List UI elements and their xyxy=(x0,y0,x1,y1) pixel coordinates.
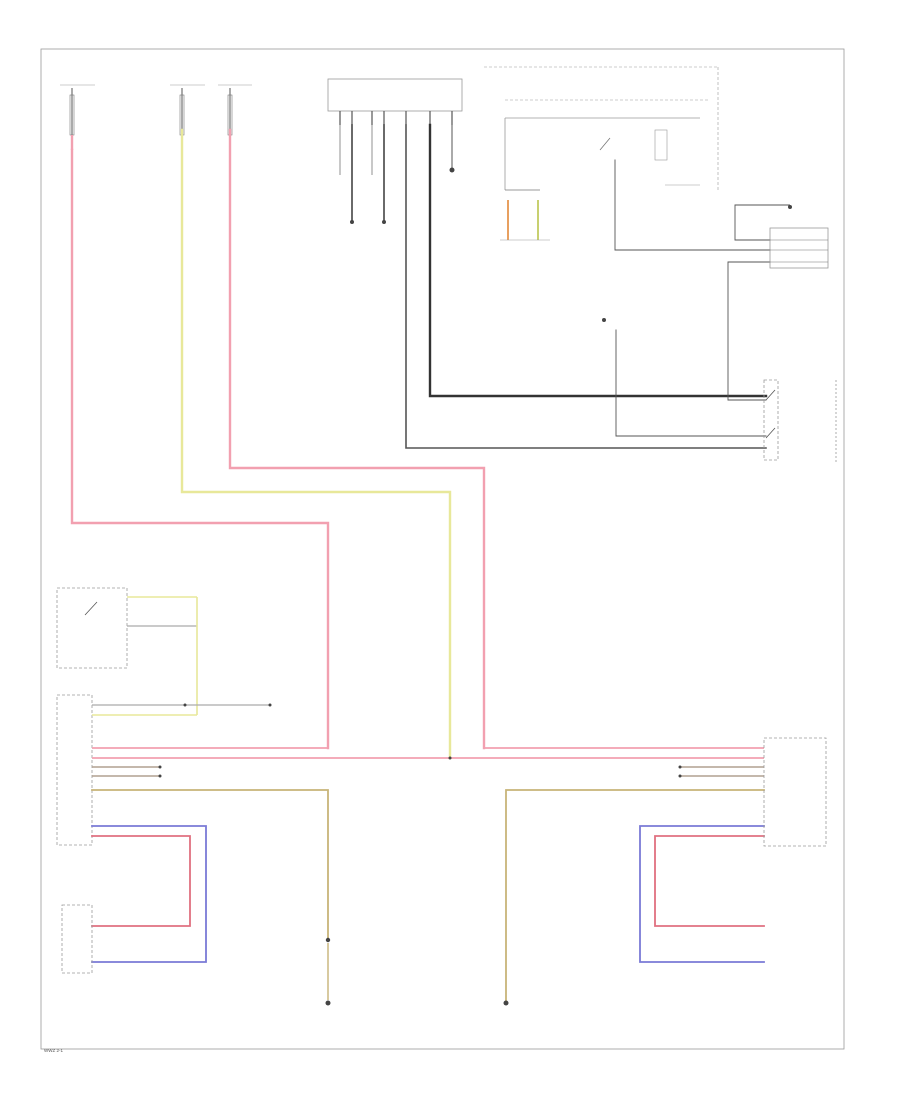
left-heater-element xyxy=(61,904,93,974)
ground-left-lower xyxy=(325,937,331,943)
wire-blue-right xyxy=(639,825,765,963)
sensor-dashed-box xyxy=(484,66,719,190)
fuse-block-left xyxy=(60,84,95,150)
right-lower-module xyxy=(763,737,827,847)
wire-tan-left-ground xyxy=(91,789,329,941)
ground-left-bottom xyxy=(325,1000,331,1006)
wire-red-right xyxy=(654,835,765,927)
small-connector xyxy=(500,189,550,241)
wire-yellow-middle xyxy=(180,128,452,760)
left-module xyxy=(56,694,272,846)
central-module xyxy=(327,78,463,125)
wire-red-left xyxy=(91,835,191,927)
wire-sensor-to-module xyxy=(614,159,771,251)
wire-black-lower xyxy=(405,124,767,449)
wire-sensor-down xyxy=(615,329,767,437)
sensor-dot xyxy=(602,318,606,322)
left-seat-switch xyxy=(56,587,198,715)
wire-pink-right xyxy=(228,128,486,750)
wire-black-upper xyxy=(428,123,768,398)
right-module xyxy=(769,227,829,269)
wire-blue-left xyxy=(91,825,207,963)
fuse-block-middle xyxy=(170,84,205,136)
wire-tan-right-ground xyxy=(505,789,765,1001)
footer-label: WWZ 2-1 xyxy=(44,1048,63,1053)
wire-pink-left xyxy=(70,148,330,750)
wire-module-side xyxy=(727,261,771,401)
ground-module xyxy=(449,167,455,173)
right-switch xyxy=(763,379,837,462)
wire-module-top xyxy=(734,204,771,241)
fuse-block-right xyxy=(218,84,252,136)
ground-right-bottom xyxy=(503,1000,509,1006)
diagram-frame xyxy=(40,48,845,1050)
